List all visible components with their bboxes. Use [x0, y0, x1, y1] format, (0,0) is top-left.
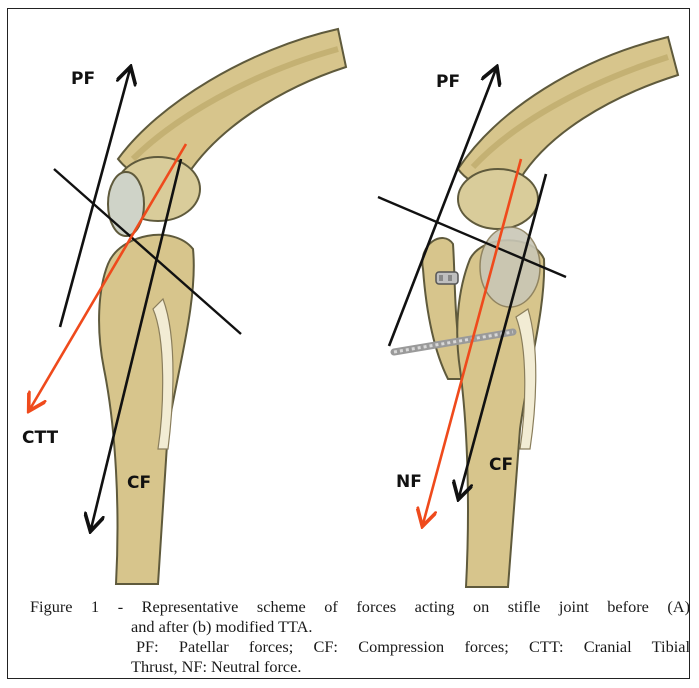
figure-frame: PF CTT CF	[7, 8, 690, 679]
label-pf-b: PF	[436, 72, 460, 92]
panel-b-after: PF NF CF	[348, 9, 688, 589]
caption-line-1: Figure 1 - Representative scheme of forc…	[30, 597, 690, 617]
tibia-bone	[99, 235, 194, 584]
label-ctt: CTT	[22, 428, 58, 448]
label-cf-a: CF	[127, 473, 151, 493]
caption-line-2: and after (b) modified TTA.	[30, 617, 690, 637]
panel-b-illustration: PF NF CF	[348, 9, 688, 589]
tta-cage-implant	[436, 272, 458, 284]
label-nf: NF	[396, 472, 422, 492]
caption-line-4: Thrust, NF: Neutral force.	[30, 657, 690, 677]
panel-a-before: PF CTT CF	[8, 9, 348, 589]
caption-line-3: PF: Patellar forces; CF: Compression for…	[30, 637, 690, 657]
label-pf-a: PF	[71, 69, 95, 89]
femoral-condyle	[458, 169, 538, 229]
panel-a-illustration: PF CTT CF	[8, 9, 348, 589]
label-cf-b: CF	[489, 455, 513, 475]
femur-bone	[458, 37, 678, 186]
figure-caption: Figure 1 - Representative scheme of forc…	[30, 597, 690, 677]
